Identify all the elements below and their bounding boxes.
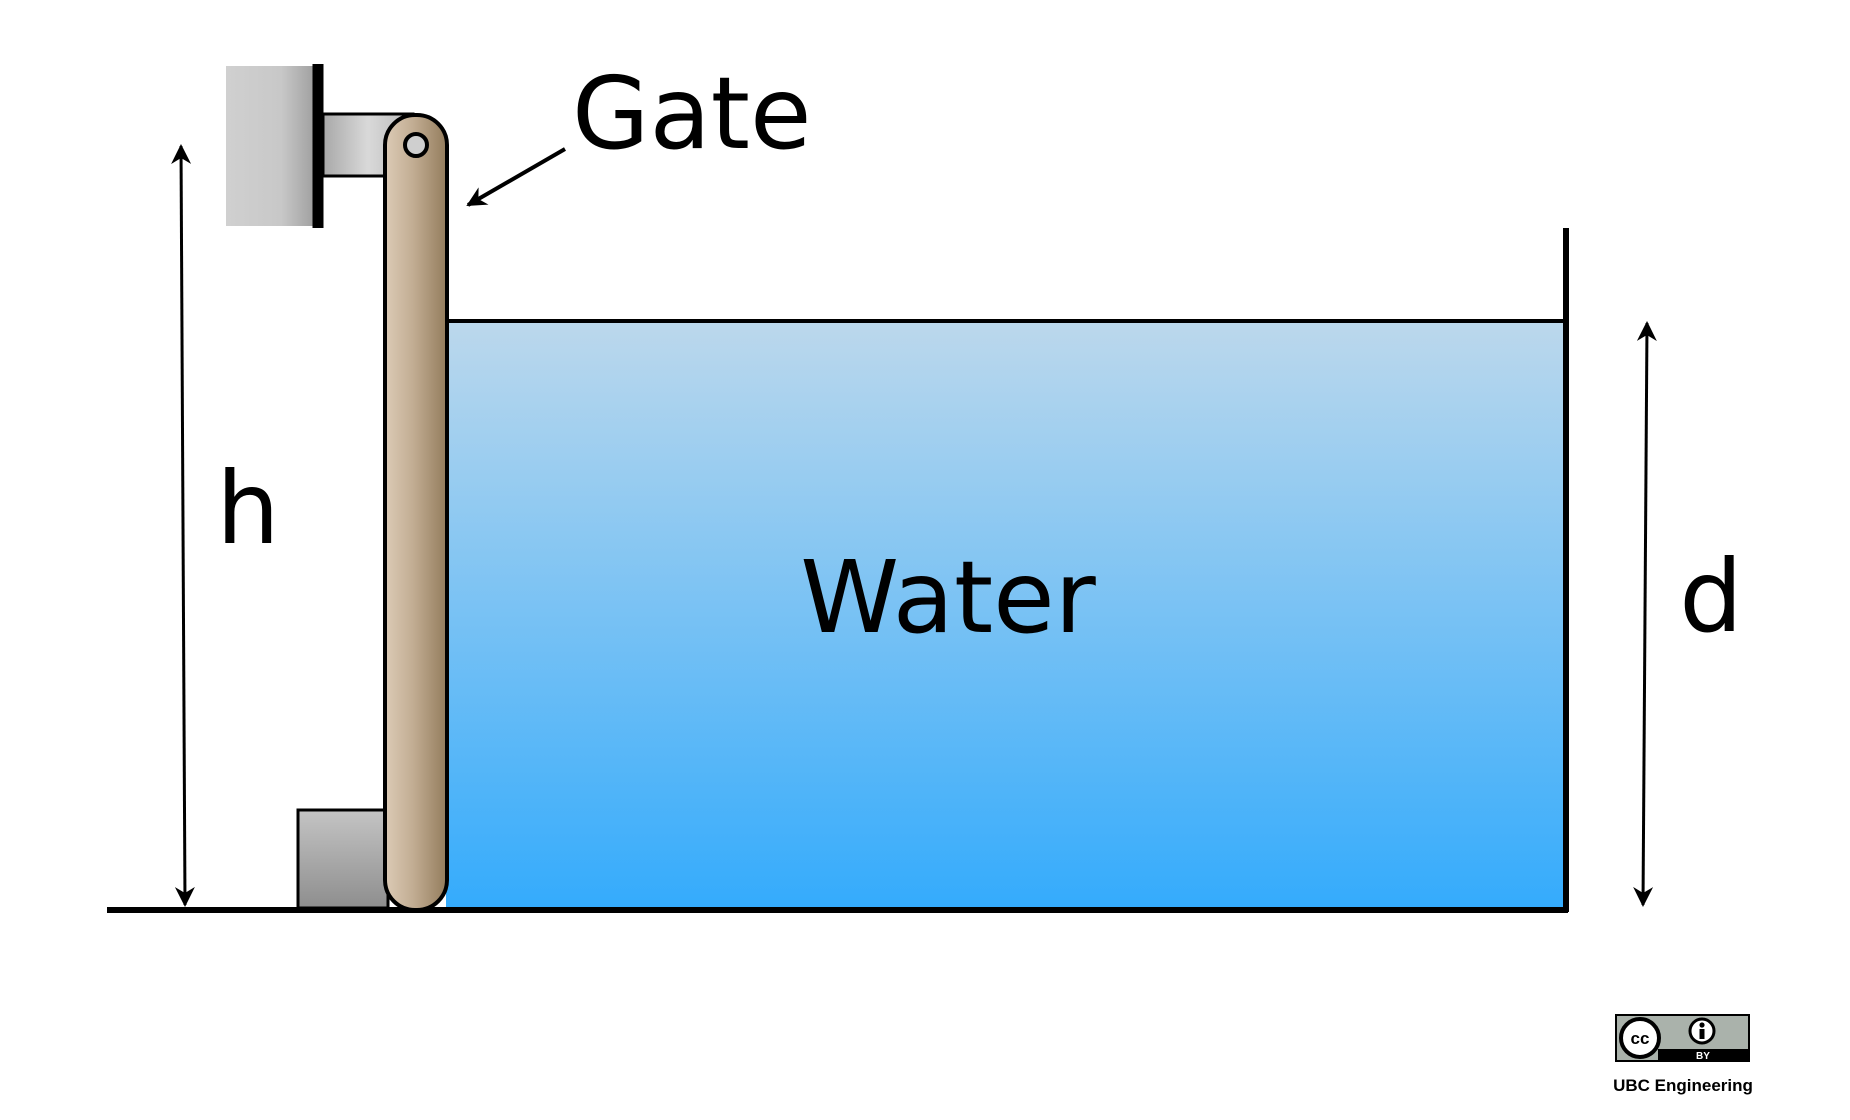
gate-pointer-arrow — [466, 147, 566, 207]
bottom-stop-block — [296, 808, 390, 910]
gate-panel — [383, 113, 449, 912]
water-label: Water — [800, 539, 1096, 656]
top-support-block — [226, 66, 318, 226]
cc-badge-text: cc — [1631, 1029, 1650, 1048]
by-badge-text: BY — [1696, 1051, 1710, 1062]
gate-hinge-pin — [403, 132, 429, 158]
license-credit-text: UBC Engineering — [1613, 1076, 1753, 1095]
height-label: h — [216, 450, 279, 567]
attribution-person-icon — [1688, 1017, 1716, 1045]
creative-commons-icon — [1619, 1017, 1661, 1059]
depth-dimension-arrow — [1633, 321, 1657, 907]
height-dimension-arrow — [171, 144, 195, 907]
gate-label: Gate — [572, 55, 812, 172]
cc-by-license-badge: cc BY — [1615, 1014, 1750, 1062]
depth-label: d — [1679, 538, 1742, 655]
water-body — [446, 321, 1563, 909]
